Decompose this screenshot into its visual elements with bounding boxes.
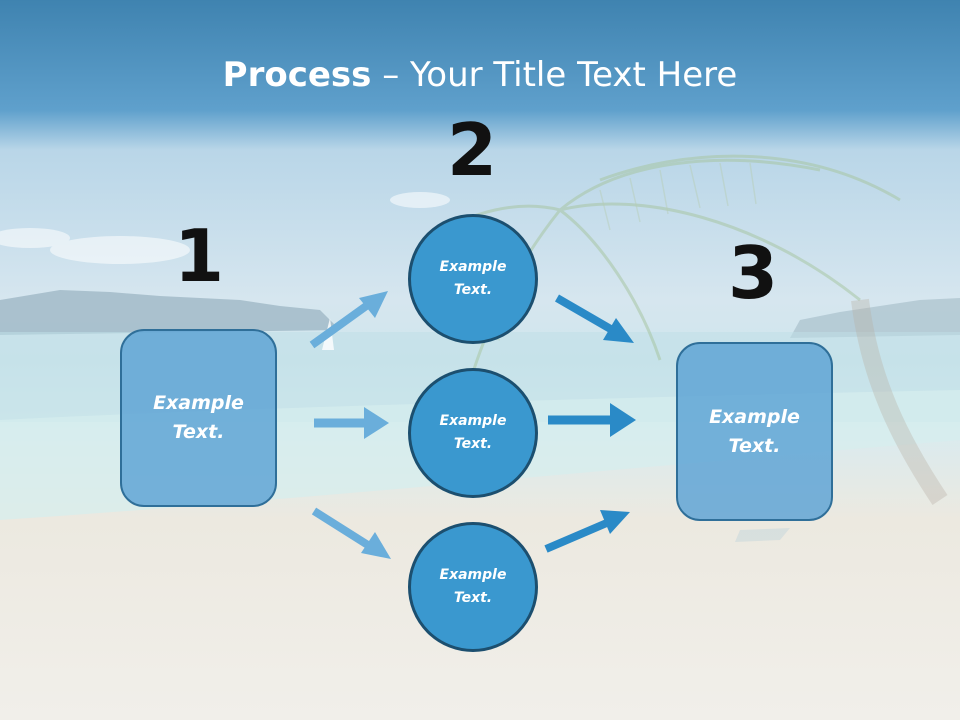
step-1-label: Example Text. <box>153 392 244 443</box>
circle-bottom-label: Example Text. <box>439 567 507 606</box>
step-number-1: 1 <box>173 214 225 298</box>
step-3-box: Example Text. <box>676 342 833 521</box>
step-2-circle-bottom: Example Text. <box>408 522 538 652</box>
circle-middle-label: Example Text. <box>439 413 507 452</box>
step-2-circle-top: Example Text. <box>408 214 538 344</box>
circle-top-label: Example Text. <box>439 259 507 298</box>
step-2-circle-middle: Example Text. <box>408 368 538 498</box>
step-1-box: Example Text. <box>120 329 277 507</box>
title-dash: – <box>371 55 411 95</box>
title-rest: Your Title Text Here <box>410 55 738 95</box>
title-bold: Process <box>222 55 372 95</box>
step-number-3: 3 <box>727 231 779 315</box>
step-number-2: 2 <box>446 108 498 192</box>
step-3-label: Example Text. <box>709 405 800 457</box>
slide-title: Process – Your Title Text Here <box>0 52 960 98</box>
